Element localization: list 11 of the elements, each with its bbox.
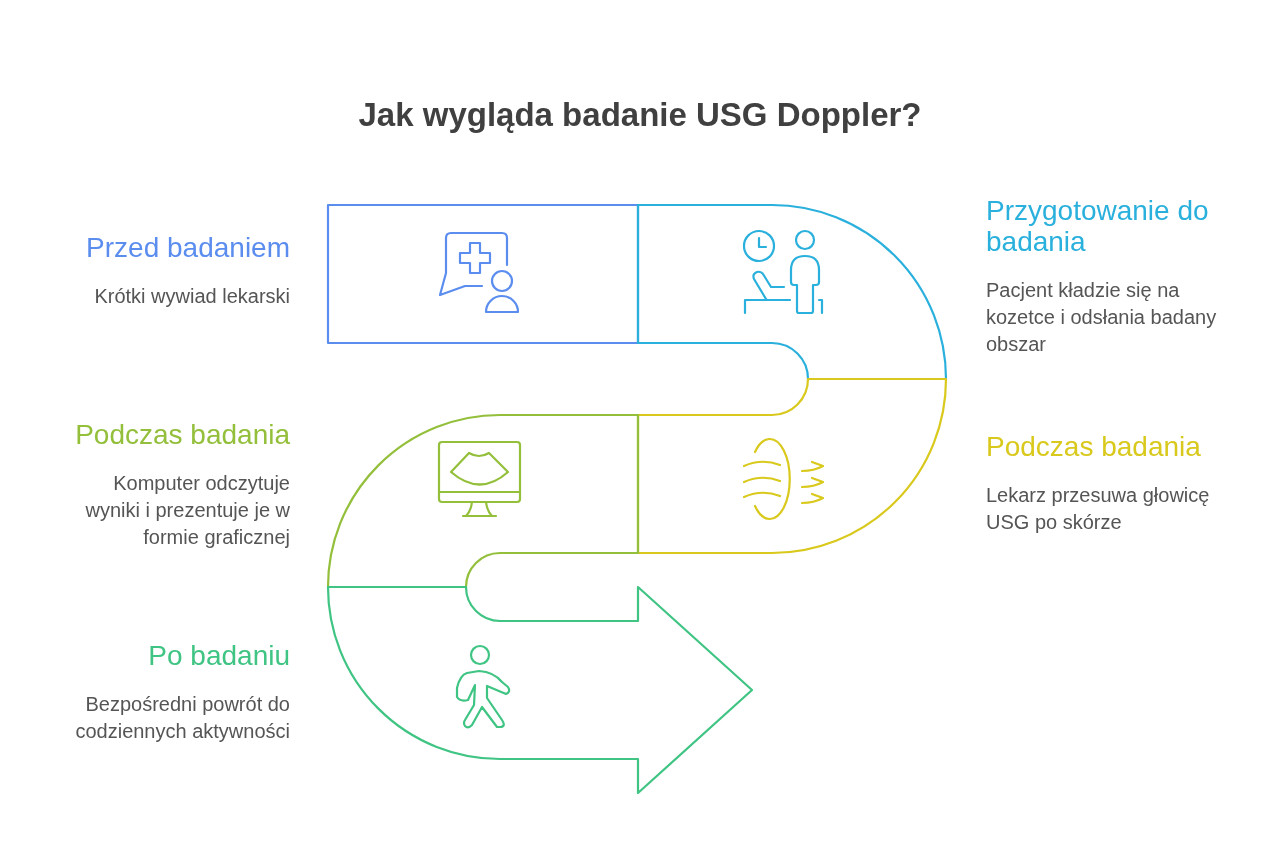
step-title: Podczas badania bbox=[986, 431, 1201, 462]
diagram-title: Jak wygląda badanie USG Doppler? bbox=[358, 95, 922, 135]
step-description: Pacjent kładzie się na kozetce i odsłania badany obszar bbox=[986, 278, 1218, 357]
step-description: Bezpośredni powrót do codziennych aktywności bbox=[74, 692, 290, 744]
step-description: Lekarz przesuwa głowicę USG po skórze bbox=[986, 483, 1211, 535]
step-description: Krótki wywiad lekarski bbox=[94, 284, 290, 309]
step-title: Po badaniu bbox=[148, 640, 290, 671]
step-title: Przed badaniem bbox=[86, 232, 290, 263]
step-title: Przygotowanie do badania bbox=[986, 195, 1210, 257]
step-title: Podczas badania bbox=[75, 419, 290, 450]
step-description: Komputer odczytuje wyniki i prezentuje je w formie graficznej bbox=[84, 471, 290, 550]
